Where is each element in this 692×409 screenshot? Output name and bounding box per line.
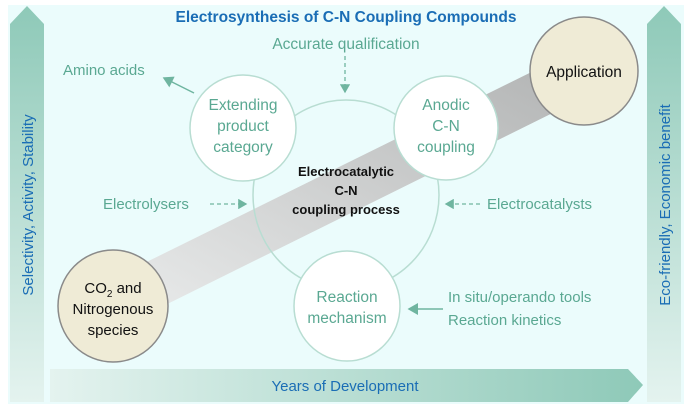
electrocatalysts-label: Electrocatalysts (487, 196, 592, 213)
anodic-label-3: coupling (417, 139, 475, 156)
left-axis-arrow (10, 6, 44, 402)
start-circle (57, 249, 169, 363)
anodic-label-2: C-N (432, 118, 460, 135)
start-label-1: CO2 and (84, 280, 141, 300)
bottom-axis-label: Years of Development (271, 378, 419, 395)
tools-label-1: In situ/operando tools (448, 289, 591, 306)
mechanism-label-2: mechanism (307, 310, 386, 327)
right-axis-arrow (647, 6, 681, 402)
application-label: Application (546, 64, 622, 81)
anodic-label-1: Anodic (422, 97, 470, 114)
extending-circle (189, 74, 297, 182)
diagram-title: Electrosynthesis of C-N Coupling Compoun… (175, 9, 516, 26)
amino-acids-arrow (162, 76, 195, 94)
amino-acids-label: Amino acids (63, 62, 145, 79)
mechanism-circle (293, 250, 401, 362)
start-label-2: Nitrogenous (73, 301, 154, 318)
mechanism-label-1: Reaction (316, 289, 377, 306)
anodic-circle (393, 75, 499, 181)
top-label: Accurate qualification (272, 36, 419, 53)
extending-label-2: product (217, 118, 269, 135)
start-label-3: species (88, 322, 139, 339)
bottom-axis-arrow (50, 369, 643, 402)
extending-label-1: Extending (209, 97, 278, 114)
left-axis-label: Selectivity, Activity, Stability (20, 114, 37, 296)
application-circle (529, 16, 639, 126)
center-label-3: coupling process (292, 202, 400, 217)
right-axis-label: Eco-friendly, Economic benefit (657, 103, 674, 305)
center-label-2: C-N (334, 183, 357, 198)
tools-label-2: Reaction kinetics (448, 312, 561, 329)
center-label-1: Electrocatalytic (298, 164, 394, 179)
electrolysers-label: Electrolysers (103, 196, 189, 213)
extending-label-3: category (213, 139, 273, 156)
